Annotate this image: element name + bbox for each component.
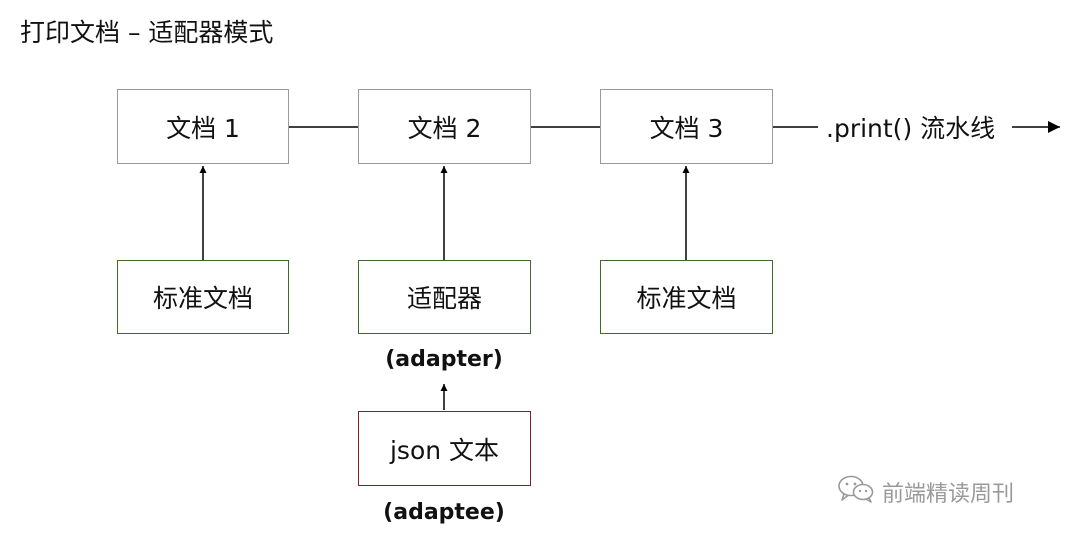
pipeline-label: .print() 流水线 [826, 114, 996, 143]
document-box-2: 文档 2 [358, 89, 531, 164]
document-box-1: 文档 1 [117, 89, 289, 164]
watermark-text: 前端精读周刊 [882, 482, 1015, 507]
adaptee-box: json 文本 [358, 411, 531, 486]
standard-document-box-1: 标准文档 [117, 260, 289, 334]
document-box-3: 文档 3 [600, 89, 773, 164]
adapter-box: 适配器 [358, 260, 531, 334]
watermark: 前端精读周刊 [836, 474, 1014, 510]
adapter-label: (adapter) [385, 347, 503, 372]
diagram-title: 打印文档 – 适配器模式 [20, 18, 274, 47]
wechat-icon [836, 474, 876, 510]
standard-document-box-2: 标准文档 [600, 260, 773, 334]
adaptee-label: (adaptee) [383, 500, 505, 525]
